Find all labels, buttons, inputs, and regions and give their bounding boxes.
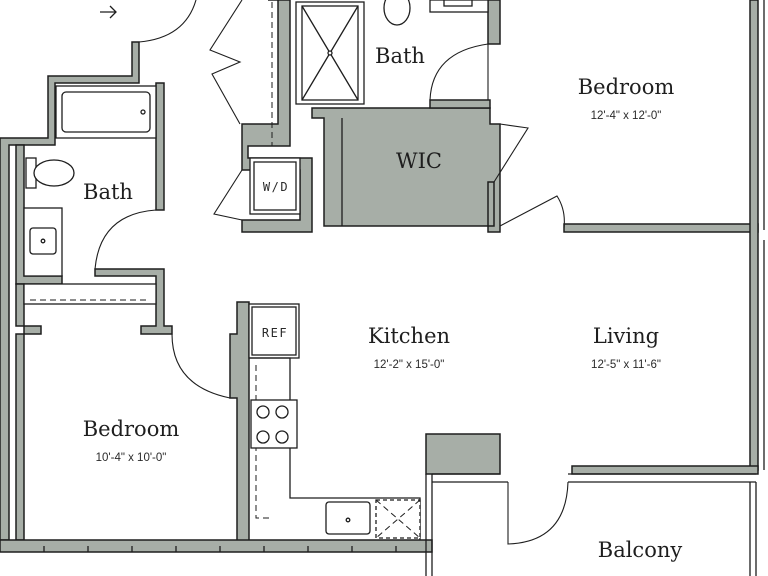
wall-top-bath-right — [487, 0, 501, 45]
door-balcony — [507, 481, 569, 545]
wall-bedroom-top-bottom — [563, 223, 759, 233]
entry-arrow-icon — [100, 5, 117, 19]
wall-center-chase — [241, 0, 313, 233]
fixtures — [23, 0, 489, 540]
dims-bedroom-top: 12'-4" x 12'-0" — [591, 110, 662, 122]
kitchen-sink-drain — [345, 517, 351, 523]
stove-burner-2 — [275, 405, 289, 419]
balcony-rail-top — [432, 473, 756, 483]
label-bath-left: Bath — [83, 180, 133, 204]
refrigerator-inner — [251, 306, 297, 356]
label-washer-dryer: W/D — [263, 180, 289, 194]
bathtub-inner — [61, 91, 151, 133]
door-wd-bifold — [213, 169, 243, 221]
wall-wic — [311, 107, 501, 233]
stove-burner-3 — [256, 430, 270, 444]
closet-shelf-left — [23, 283, 157, 305]
door-top-bedroom — [499, 195, 565, 229]
wall-living-bottom — [571, 465, 759, 475]
vanity-drain-left — [40, 238, 46, 244]
label-wic: WIC — [396, 149, 442, 173]
label-balcony: Balcony — [598, 538, 683, 562]
stove-burner-4 — [275, 430, 289, 444]
toilet-bowl — [33, 159, 75, 187]
label-bedroom-top: Bedroom — [578, 75, 675, 99]
label-refrigerator: REF — [262, 326, 288, 340]
stove-burner-1 — [256, 405, 270, 419]
window-bottom-ticks — [43, 546, 397, 552]
dims-living: 12'-5" x 11'-6" — [591, 359, 661, 371]
door-entry — [138, 0, 197, 43]
wall-kitchen-divider — [229, 301, 250, 543]
label-living: Living — [593, 324, 659, 348]
bathtub-drain — [140, 109, 146, 115]
door-left-bedroom — [171, 333, 231, 399]
kitchen-column — [425, 433, 501, 475]
dims-bedroom-left: 10'-4" x 10'-0" — [96, 452, 167, 464]
wall-bottom — [0, 539, 433, 553]
balcony-rail-left — [425, 474, 433, 576]
washer-dryer-inner — [253, 161, 297, 211]
label-bedroom-left: Bedroom — [83, 417, 180, 441]
door-left-bath — [94, 209, 157, 270]
wall-left-bath-right — [155, 82, 165, 211]
wall-left-bedroom-left — [15, 333, 25, 541]
shower-drain — [327, 50, 333, 56]
dims-kitchen: 12'-2" x 15'-0" — [374, 359, 445, 371]
label-kitchen: Kitchen — [368, 324, 450, 348]
balcony-rail-right — [749, 482, 757, 576]
wall-right-exterior — [749, 0, 759, 471]
door-wic-bifold — [493, 123, 529, 183]
doors — [94, 0, 569, 545]
vanity-sink-top — [443, 0, 473, 7]
dishwasher — [375, 499, 421, 539]
toilet-top — [383, 0, 411, 26]
wall-top-bath-bottom — [429, 99, 491, 109]
door-closet-bifold — [209, 0, 243, 125]
door-top-bath — [429, 43, 489, 101]
label-bath-top: Bath — [375, 44, 425, 68]
windows — [43, 0, 765, 552]
